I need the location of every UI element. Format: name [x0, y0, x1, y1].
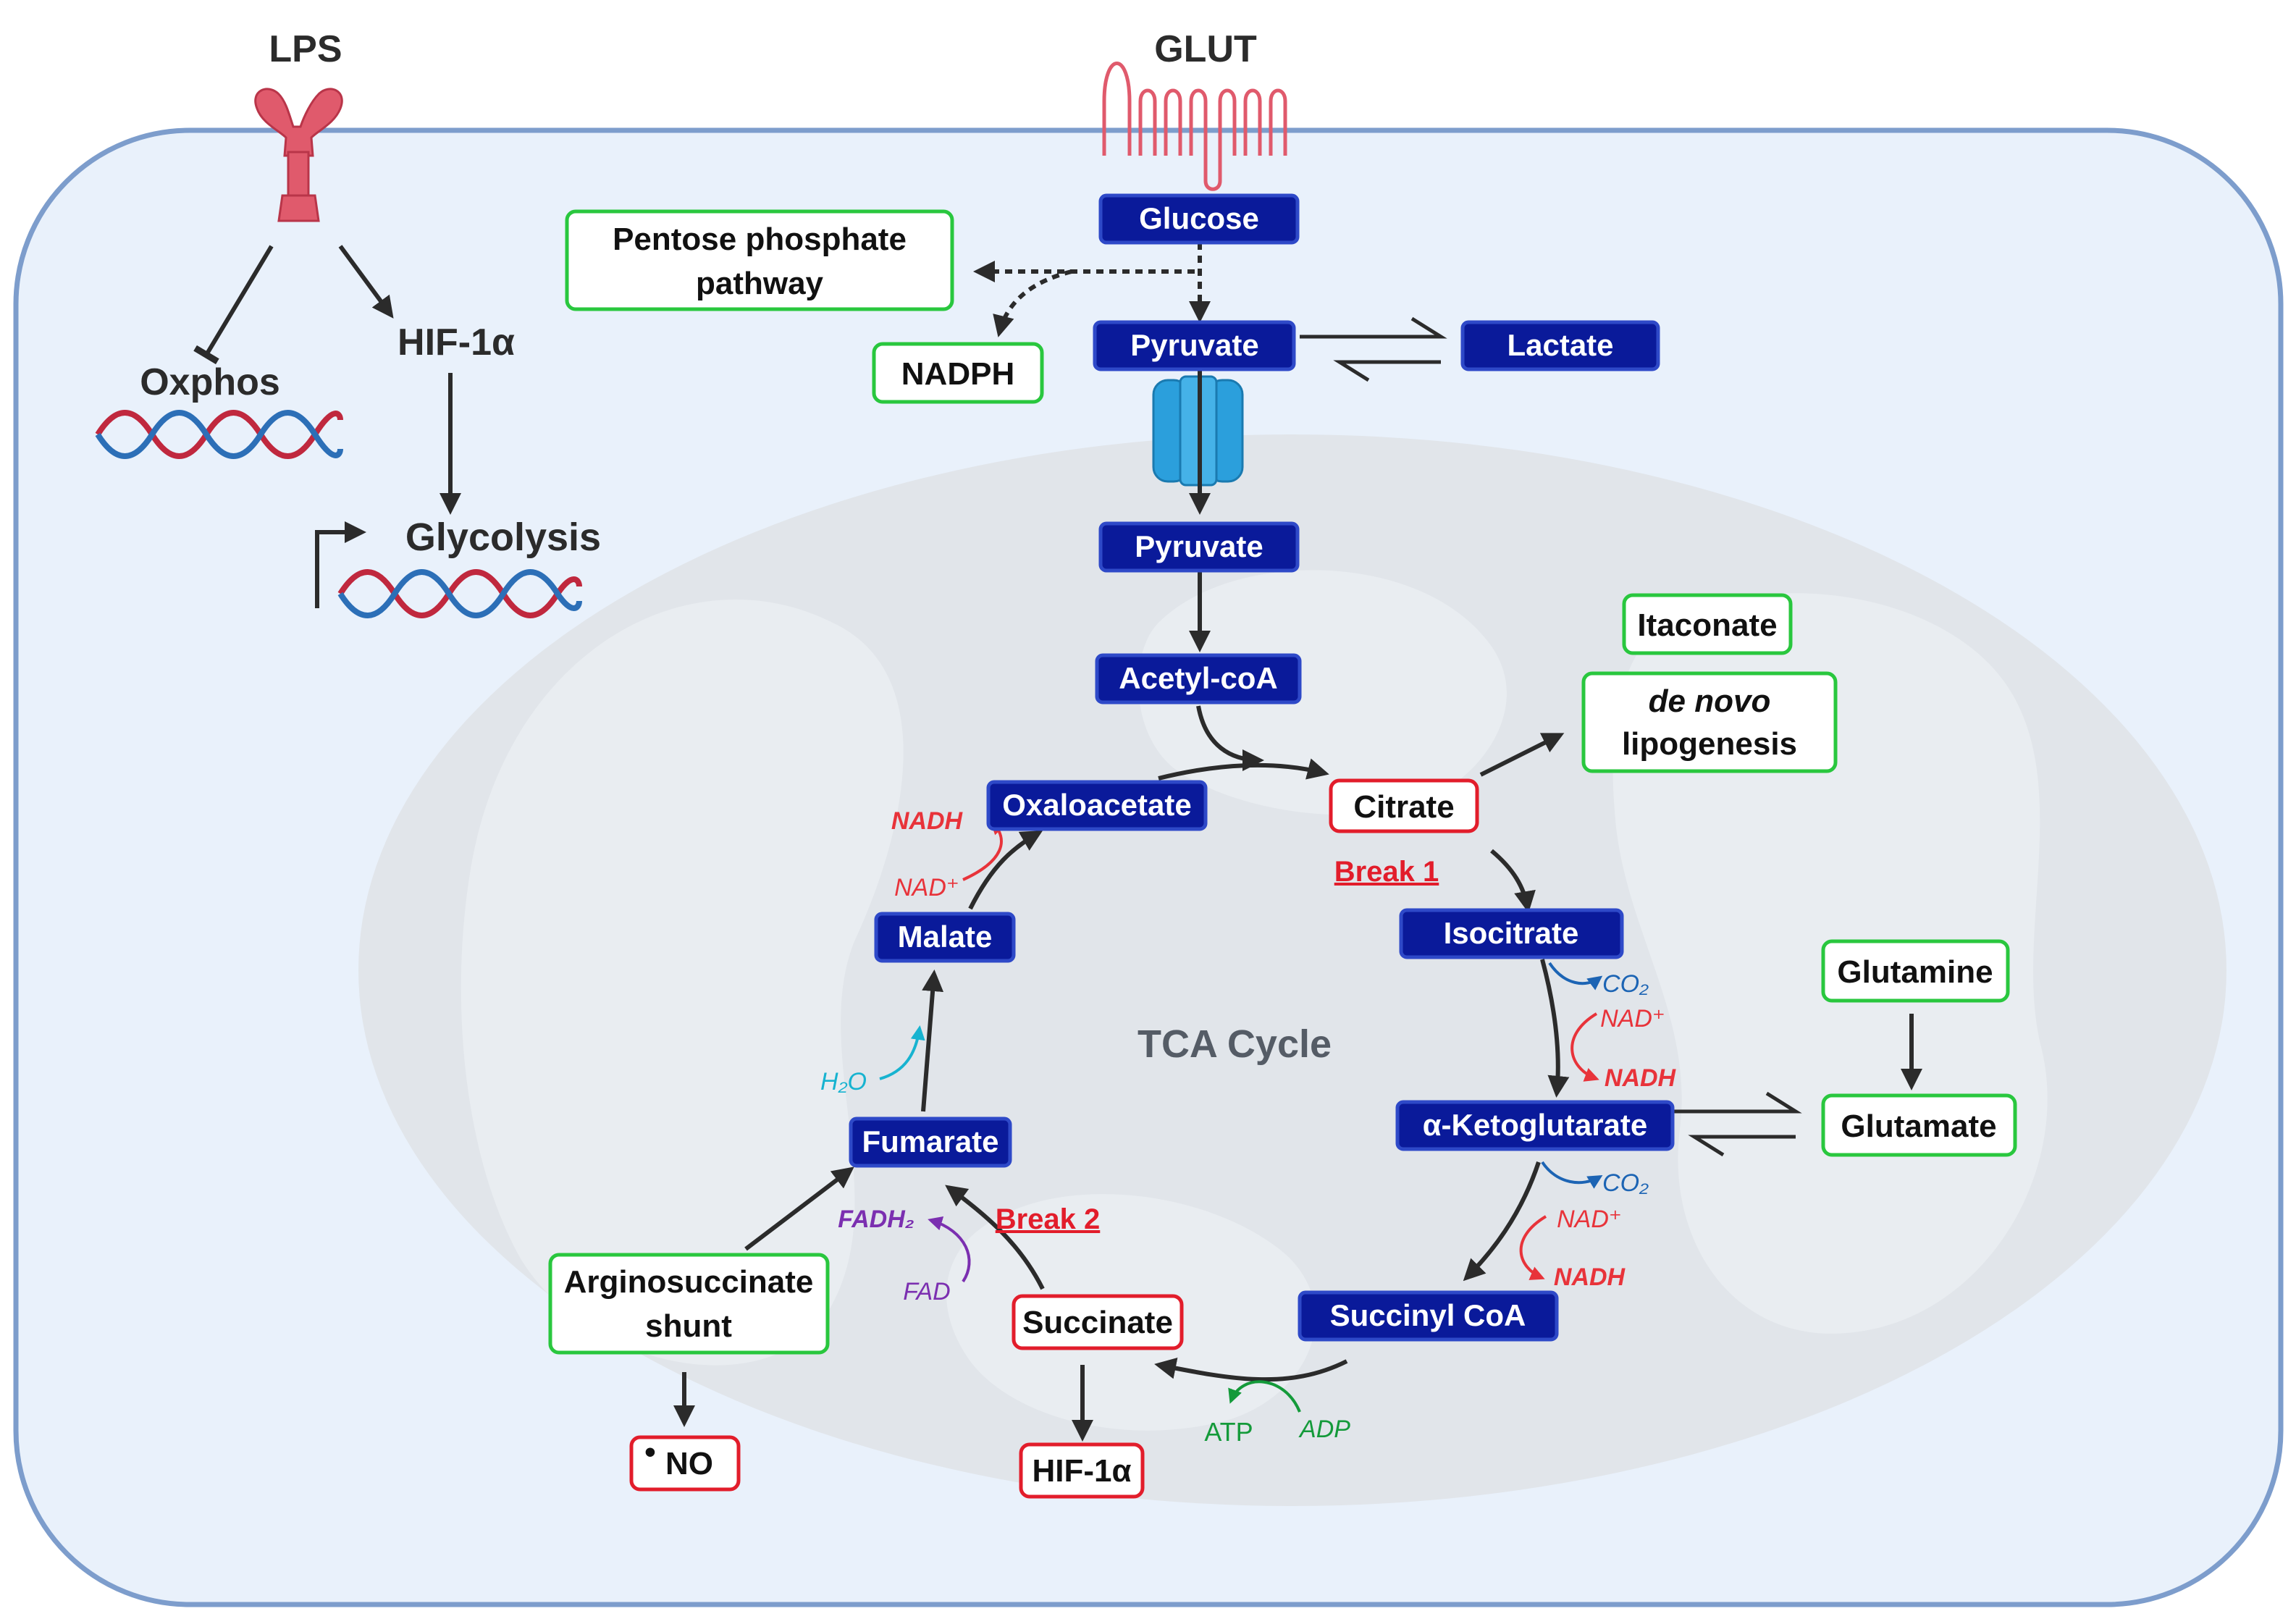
lps-receptor-icon	[254, 88, 343, 222]
glucose-box: Glucose	[1098, 193, 1300, 245]
succinylcoa-to-succinate-arrow	[1154, 1357, 1348, 1382]
nadph-box: NADPH	[872, 342, 1044, 404]
svg-text:NO: NO	[665, 1446, 713, 1481]
fumarate-box: Fumarate	[849, 1117, 1012, 1168]
svg-text:α-Ketoglutarate: α-Ketoglutarate	[1423, 1108, 1648, 1142]
svg-text:Citrate: Citrate	[1353, 789, 1454, 825]
svg-text:Pentose phosphate: Pentose phosphate	[613, 222, 907, 257]
adp-to-atp-arrow	[1228, 1380, 1301, 1413]
co2-akg-arrow	[1541, 1161, 1603, 1189]
adp-label: ADP	[1298, 1416, 1350, 1443]
succinyl-coa-box: Succinyl CoA	[1298, 1290, 1559, 1342]
lps-label: LPS	[269, 28, 342, 70]
svg-text:pathway: pathway	[696, 266, 824, 301]
pyruvate-lactate-equilibrium	[1300, 316, 1447, 382]
tca-cycle-label: TCA Cycle	[1138, 1022, 1332, 1066]
hif-1a-box: HIF-1α	[1019, 1442, 1145, 1499]
nad-akg-label: NAD⁺	[1557, 1206, 1622, 1233]
fumarate-to-malate-arrow	[921, 970, 944, 1112]
svg-text:HIF-1α: HIF-1α	[1032, 1453, 1131, 1489]
citrate-to-lipogenesis-arrow	[1479, 733, 1565, 777]
nad-oaa-label: NAD⁺	[894, 874, 959, 901]
citrate-box: Citrate	[1329, 778, 1479, 833]
malate-box: Malate	[874, 912, 1016, 963]
lipogenesis-box: de novo lipogenesis	[1581, 671, 1838, 773]
lactate-box: Lactate	[1460, 320, 1660, 371]
fadh2-label: FADH₂	[838, 1206, 914, 1233]
break-2-label: Break 2	[996, 1203, 1101, 1235]
svg-text:Acetyl-coA: Acetyl-coA	[1119, 661, 1277, 695]
acetyl-coa-box: Acetyl-coA	[1095, 653, 1302, 705]
akg-to-succinylcoa-arrow	[1463, 1161, 1541, 1282]
svg-text:Glutamate: Glutamate	[1841, 1109, 1996, 1144]
lps-inhibits-oxphos-arrow	[193, 245, 274, 365]
dna-helix-oxphos-icon	[95, 410, 343, 459]
glutamate-box: Glutamate	[1821, 1093, 2017, 1157]
hif-1a-label: HIF-1α	[398, 321, 515, 363]
alpha-ketoglutarate-box: α-Ketoglutarate	[1395, 1100, 1675, 1151]
svg-text:Glucose: Glucose	[1139, 201, 1259, 235]
svg-text:•: •	[644, 1434, 655, 1470]
co2-akg-label: CO₂	[1602, 1169, 1649, 1197]
nadh-iso-arrow	[1570, 1012, 1599, 1082]
nitric-oxide-box: • NO	[629, 1434, 741, 1492]
succinate-to-fumarate-arrow	[945, 1185, 1045, 1290]
oxphos-label: Oxphos	[140, 361, 280, 403]
svg-text:lipogenesis: lipogenesis	[1622, 726, 1797, 762]
oaa-to-citrate-arrow	[1158, 758, 1329, 781]
fad-label: FAD	[903, 1278, 950, 1305]
fad-to-fadh2-arrow	[928, 1216, 971, 1283]
arginosuccinate-shunt-box: Arginosuccinate shunt	[548, 1253, 830, 1355]
glut-transporter-icon	[1102, 62, 1287, 191]
h2o-arrow	[879, 1025, 925, 1080]
pyruvate-cyto-box: Pyruvate	[1093, 320, 1296, 371]
glutamine-box: Glutamine	[1821, 939, 2010, 1003]
svg-text:Arginosuccinate: Arginosuccinate	[564, 1264, 814, 1300]
nadh-akg-label: NADH	[1554, 1263, 1626, 1291]
akg-glutamate-equilibrium	[1673, 1091, 1802, 1157]
to-nadph-arrow	[993, 269, 1072, 337]
h2o-label: H₂O	[820, 1068, 867, 1096]
svg-text:Glutamine: Glutamine	[1837, 954, 1993, 990]
co2-iso-label: CO₂	[1602, 970, 1649, 998]
svg-text:Itaconate: Itaconate	[1637, 607, 1777, 643]
nadh-oaa-label: NADH	[891, 807, 964, 835]
transcription-start-arrow	[315, 521, 366, 608]
svg-text:Oxaloacetate: Oxaloacetate	[1002, 788, 1191, 822]
oxaloacetate-box: Oxaloacetate	[986, 780, 1208, 831]
svg-text:Pyruvate: Pyruvate	[1135, 529, 1263, 563]
succinate-box: Succinate	[1012, 1294, 1184, 1350]
svg-text:NADPH: NADPH	[901, 356, 1014, 392]
svg-text:Lactate: Lactate	[1507, 328, 1613, 362]
co2-iso-arrow	[1548, 962, 1603, 991]
break-1-label: Break 1	[1334, 856, 1439, 888]
svg-text:Isocitrate: Isocitrate	[1444, 916, 1579, 950]
isocitrate-box: Isocitrate	[1399, 908, 1624, 959]
svg-text:Succinate: Succinate	[1022, 1305, 1173, 1340]
acetylcoa-to-citrate-arrow	[1196, 705, 1264, 771]
malate-to-oaa-arrow	[968, 830, 1043, 910]
nadh-iso-label: NADH	[1605, 1064, 1677, 1092]
svg-text:Fumarate: Fumarate	[862, 1124, 998, 1158]
atp-label: ATP	[1204, 1417, 1253, 1447]
nad-iso-label: NAD⁺	[1600, 1005, 1665, 1033]
isocitrate-to-akg-arrow	[1540, 959, 1570, 1098]
svg-text:Pyruvate: Pyruvate	[1130, 328, 1258, 362]
pyruvate-mito-box: Pyruvate	[1098, 521, 1300, 573]
glycolysis-label: Glycolysis	[405, 516, 601, 559]
lps-to-hif-arrow	[338, 245, 394, 319]
svg-text:Succinyl CoA: Succinyl CoA	[1330, 1298, 1526, 1332]
citrate-to-isocitrate-arrow	[1490, 849, 1536, 913]
svg-text:Malate: Malate	[898, 920, 993, 954]
svg-text:shunt: shunt	[645, 1308, 732, 1344]
glut-label: GLUT	[1154, 28, 1257, 70]
nadh-akg-arrow	[1519, 1215, 1547, 1280]
dna-helix-glycolysis-icon	[337, 569, 582, 618]
pentose-phosphate-box: Pentose phosphate pathway	[565, 209, 954, 311]
svg-text:de novo: de novo	[1649, 684, 1771, 719]
itaconate-box: Itaconate	[1622, 593, 1793, 655]
argino-to-fumarate-arrow	[744, 1166, 854, 1251]
